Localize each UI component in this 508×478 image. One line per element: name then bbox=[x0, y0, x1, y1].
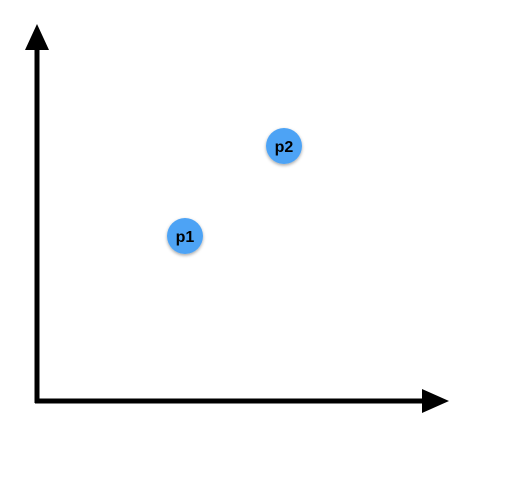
y-axis-arrowhead bbox=[25, 24, 49, 50]
x-axis-arrowhead bbox=[422, 389, 449, 413]
point-p1-label: p1 bbox=[176, 229, 195, 246]
x-axis bbox=[35, 389, 449, 413]
point-p2: p2 bbox=[266, 128, 302, 164]
point-p2-marker bbox=[266, 128, 302, 164]
point-p1-marker bbox=[167, 218, 203, 254]
point-p2-label: p2 bbox=[275, 139, 294, 156]
y-axis bbox=[25, 24, 49, 403]
point-p1: p1 bbox=[167, 218, 203, 254]
